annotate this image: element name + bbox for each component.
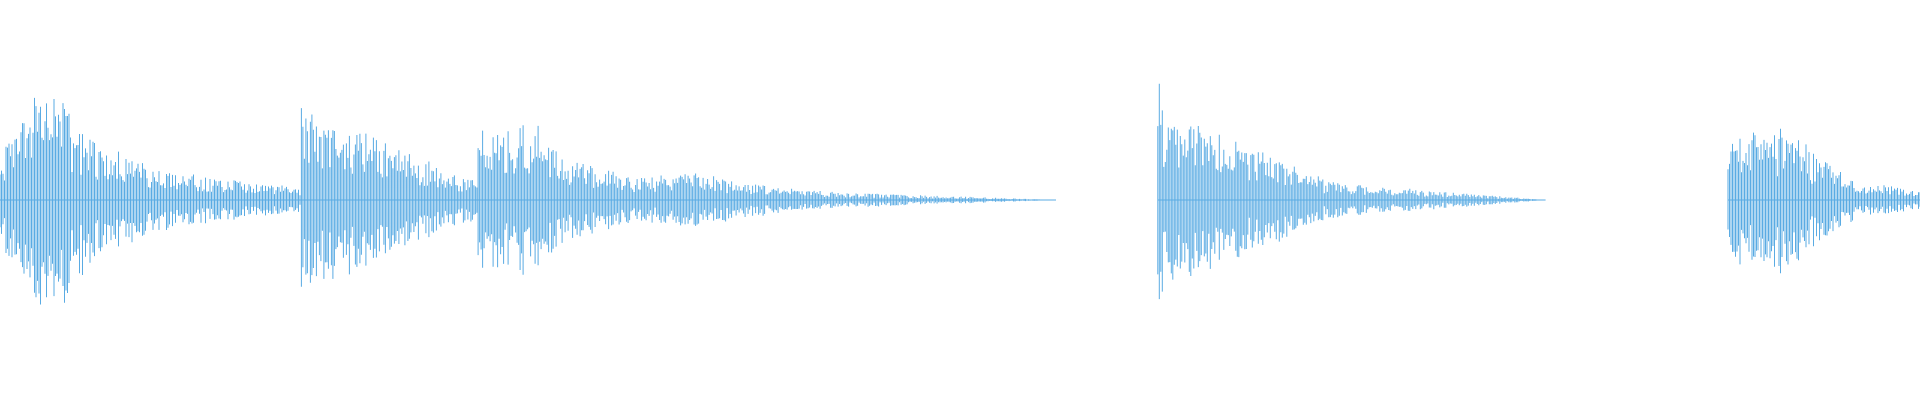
waveform-segment (300, 108, 478, 287)
waveform-segment (1727, 128, 1920, 274)
waveform-series (0, 83, 1920, 305)
waveform-segment (0, 97, 301, 305)
waveform-segment (1157, 83, 1546, 300)
